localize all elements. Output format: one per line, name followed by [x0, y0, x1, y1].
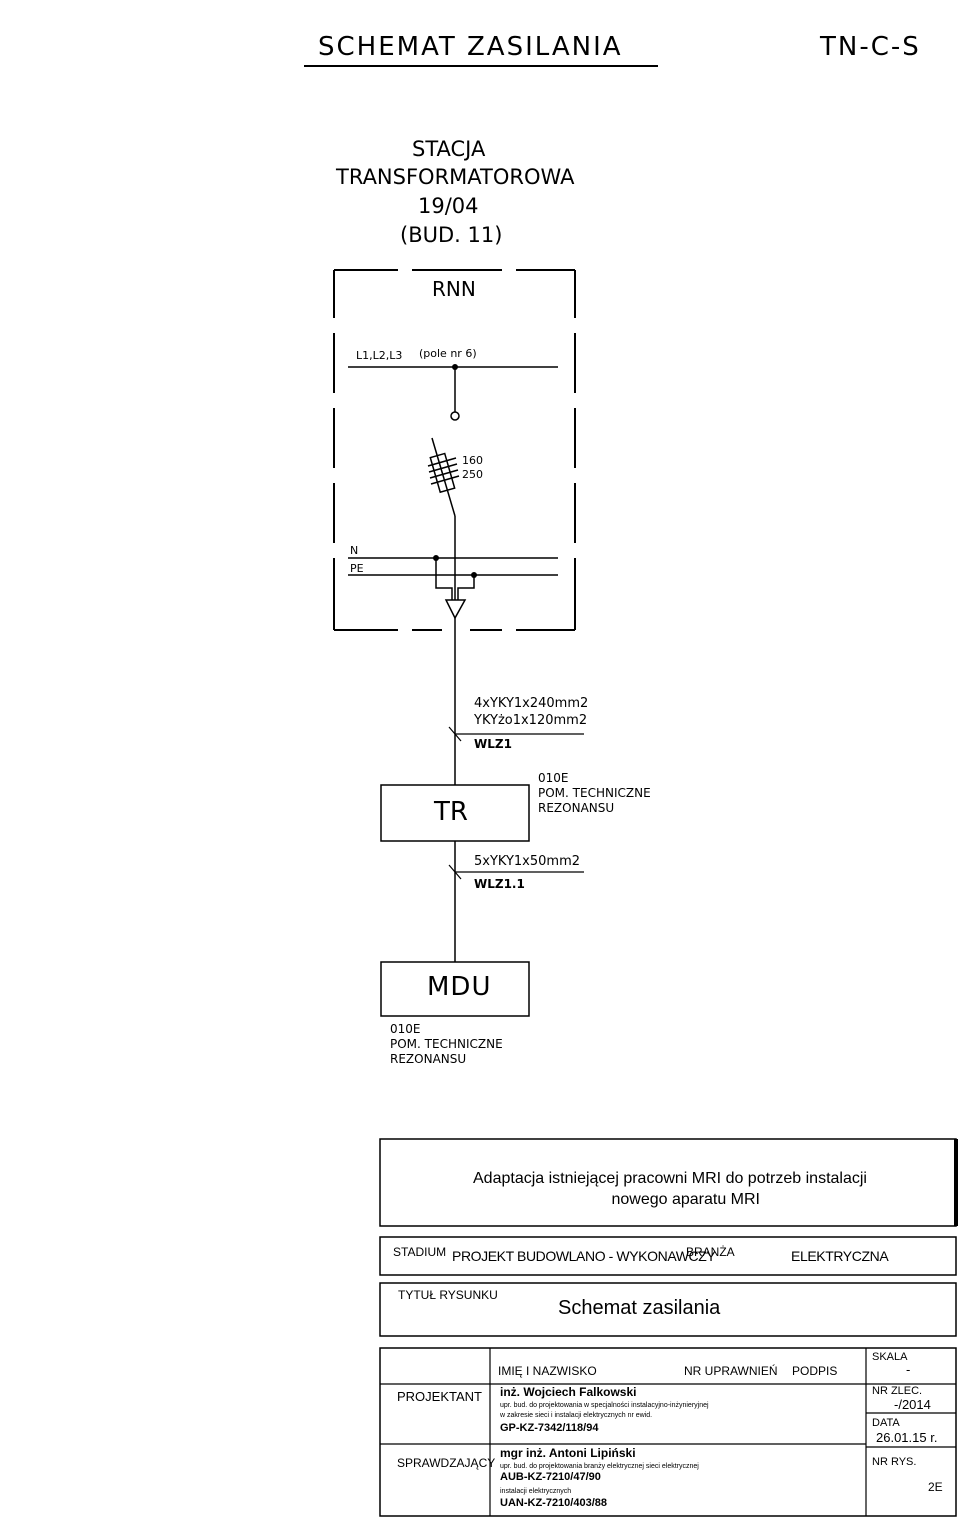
- surge-arrester-symbol: [444, 599, 467, 620]
- tr-room-code: 010E: [538, 771, 569, 785]
- date-label: DATA: [872, 1417, 900, 1429]
- designer-desc-2: w zakresie sieci i instalacji elektryczn…: [500, 1412, 653, 1419]
- drawing-no-label: NR RYS.: [872, 1456, 917, 1468]
- cable2-id: WLZ1.1: [474, 877, 525, 891]
- station-line-3: 19/04: [418, 194, 479, 218]
- fuse-rating-1: 160: [462, 454, 483, 467]
- order-label: NR ZLEC.: [872, 1385, 923, 1397]
- designer-desc-1: upr. bud. do projektowania w specjalnośc…: [500, 1402, 709, 1409]
- drawing-no-value: 2E: [928, 1480, 943, 1494]
- drawing-title-label: TYTUŁ RYSUNKU: [398, 1288, 498, 1302]
- mdu-room-line-2: REZONANSU: [390, 1052, 467, 1066]
- disconnector-contact: [450, 411, 460, 421]
- branch-label: BRANŻA: [686, 1245, 735, 1259]
- station-line-2: TRANSFORMATOROWA: [336, 165, 575, 189]
- checker-license-1: AUB-KZ-7210/47/90: [500, 1471, 601, 1483]
- checker-desc-1: upr. bud. do projektowania branży elektr…: [500, 1463, 699, 1470]
- drawing-title: Schemat zasilania: [558, 1297, 721, 1319]
- scale-value: -: [906, 1362, 911, 1377]
- project-title-line-1: Adaptacja istniejącej pracowni MRI do po…: [473, 1170, 867, 1187]
- rnn-enclosure: [333, 269, 576, 631]
- mdu-box: [380, 961, 530, 1017]
- branch-value: ELEKTRYCZNA: [791, 1248, 889, 1264]
- date-value: 26.01.15 r.: [876, 1430, 938, 1445]
- tr-box: [380, 784, 530, 842]
- mdu-room-line-1: POM. TECHNICZNE: [390, 1037, 503, 1051]
- mdu-label: MDU: [427, 972, 492, 1002]
- tr-label: TR: [434, 797, 468, 827]
- scale-label: SKALA: [872, 1351, 908, 1363]
- cable1-spec-1: 4xYKY1x240mm2: [474, 696, 589, 711]
- rnn-label: RNN: [432, 277, 476, 301]
- col-signature-header: PODPIS: [792, 1364, 838, 1378]
- tr-room-line-2: REZONANSU: [538, 801, 615, 815]
- pe-label: PE: [350, 562, 364, 575]
- stadium-value: PROJEKT BUDOWLANO - WYKONAWCZY: [452, 1248, 716, 1264]
- checker-name: mgr inż. Antoni Lipiński: [500, 1446, 636, 1460]
- stadium-label: STADIUM: [393, 1245, 447, 1259]
- fuse-switch-symbol: [427, 437, 460, 517]
- station-line-1: STACJA: [412, 137, 486, 161]
- order-value: -/2014: [894, 1397, 931, 1412]
- col-name-header: IMIĘ I NAZWISKO: [498, 1364, 597, 1378]
- checker-license-2: UAN-KZ-7210/403/88: [500, 1497, 607, 1509]
- field-label: (pole nr 6): [419, 347, 477, 360]
- designer-license: GP-KZ-7342/118/94: [500, 1422, 599, 1434]
- cable2-spec: 5xYKY1x50mm2: [474, 854, 581, 869]
- col-license-header: NR UPRAWNIEŃ: [684, 1364, 778, 1378]
- phases-label: L1,L2,L3: [356, 349, 403, 362]
- cable1-id: WLZ1: [474, 737, 512, 751]
- station-line-4: (BUD. 11): [400, 223, 503, 247]
- n-label: N: [350, 544, 359, 557]
- mdu-room-code: 010E: [390, 1022, 421, 1036]
- sheet-title: SCHEMAT ZASILANIA: [318, 32, 623, 62]
- cable1-spec-2: YKYżo1x120mm2: [474, 713, 588, 728]
- checker-desc-2: instalacji elektrycznych: [500, 1488, 572, 1495]
- checker-role: SPRAWDZAJĄCY: [397, 1456, 496, 1470]
- project-title-line-2: nowego aparatu MRI: [611, 1191, 760, 1208]
- earthing-system-label: TN-C-S: [820, 32, 921, 62]
- title-block-frame: [379, 1138, 958, 1517]
- tr-room-line-1: POM. TECHNICZNE: [538, 786, 651, 800]
- fuse-rating-2: 250: [462, 468, 483, 481]
- designer-role: PROJEKTANT: [397, 1389, 482, 1404]
- designer-name: inż. Wojciech Falkowski: [500, 1385, 637, 1399]
